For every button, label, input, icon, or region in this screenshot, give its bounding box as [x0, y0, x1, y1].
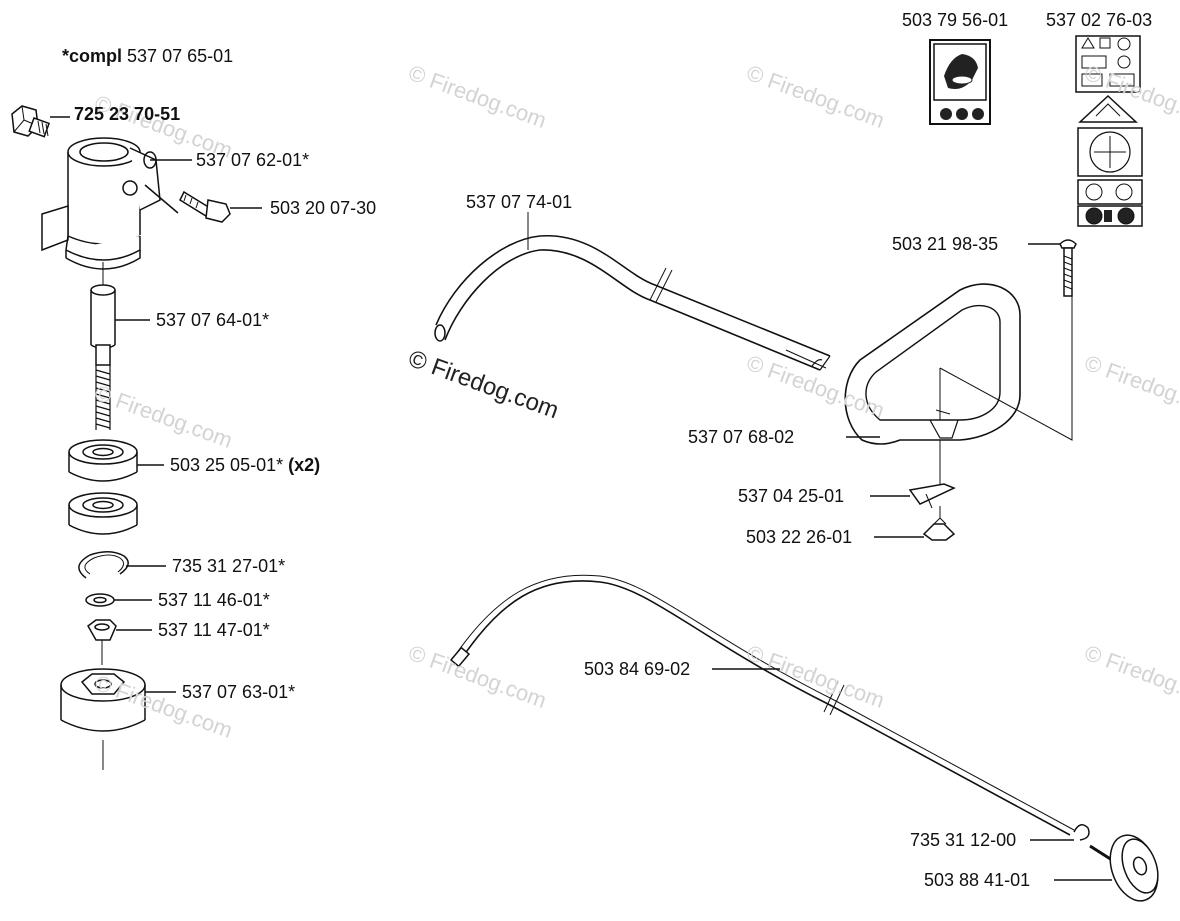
label-bearing: 503 25 05-01* (x2)	[170, 455, 320, 475]
carriage-bolt	[1059, 239, 1077, 297]
label-bearing-qty: (x2)	[288, 455, 321, 475]
label-bearing-number: 503 25 05-01*	[170, 455, 284, 475]
shaft-hub	[1089, 834, 1159, 902]
drive-hub	[60, 668, 146, 732]
label-carriage-bolt: 503 21 98-35	[892, 234, 999, 254]
clamp-housing	[41, 137, 179, 270]
handle-bracket	[908, 483, 956, 509]
label-decal-1: 503 79 56-01	[902, 10, 1009, 30]
shaft-circlip	[1073, 824, 1090, 841]
label-nut: 537 11 47-01*	[158, 620, 270, 640]
drive-shaft	[449, 574, 1075, 836]
label-circlip: 735 31 27-01*	[172, 556, 286, 576]
nut	[87, 619, 117, 641]
hex-bolt	[11, 105, 50, 138]
label-bolt-top: 725 23 70-51	[74, 104, 181, 124]
label-decal-2: 537 02 76-03	[1046, 10, 1153, 30]
label-shaft-hub: 503 88 41-01	[924, 870, 1031, 890]
side-bolt	[179, 190, 231, 223]
decal-503-79-56-01	[929, 39, 991, 125]
wing-nut	[922, 517, 956, 541]
label-shaft-tube: 537 07 74-01	[466, 192, 573, 212]
loop-handle	[844, 283, 1021, 445]
label-drive-hub: 537 07 63-01*	[182, 682, 296, 702]
spacer-tube	[90, 284, 116, 366]
bearing-lower	[68, 492, 138, 535]
circlip	[78, 551, 129, 579]
label-clamp-screw: 537 07 62-01*	[196, 150, 310, 170]
bearing-upper	[68, 439, 138, 482]
label-spacer-tube: 537 07 64-01*	[156, 310, 270, 330]
label-shaft-circlip: 735 31 12-00	[910, 830, 1017, 850]
kit-note-prefix: *compl	[62, 46, 123, 66]
decal-537-02-76-03	[1075, 35, 1143, 227]
kit-note-number: 537 07 65-01	[127, 46, 234, 66]
shaft-tube	[434, 235, 831, 371]
label-wing-nut: 503 22 26-01	[746, 527, 853, 547]
washer	[85, 593, 115, 607]
kit-note: *compl 537 07 65-01	[62, 46, 233, 66]
label-drive-shaft: 503 84 69-02	[584, 659, 691, 679]
threaded-shaft	[95, 365, 111, 430]
label-side-bolt: 503 20 07-30	[270, 198, 377, 218]
label-loop-handle: 537 07 68-02	[688, 427, 795, 447]
label-handle-bracket: 537 04 25-01	[738, 486, 845, 506]
label-washer: 537 11 46-01*	[158, 590, 270, 610]
